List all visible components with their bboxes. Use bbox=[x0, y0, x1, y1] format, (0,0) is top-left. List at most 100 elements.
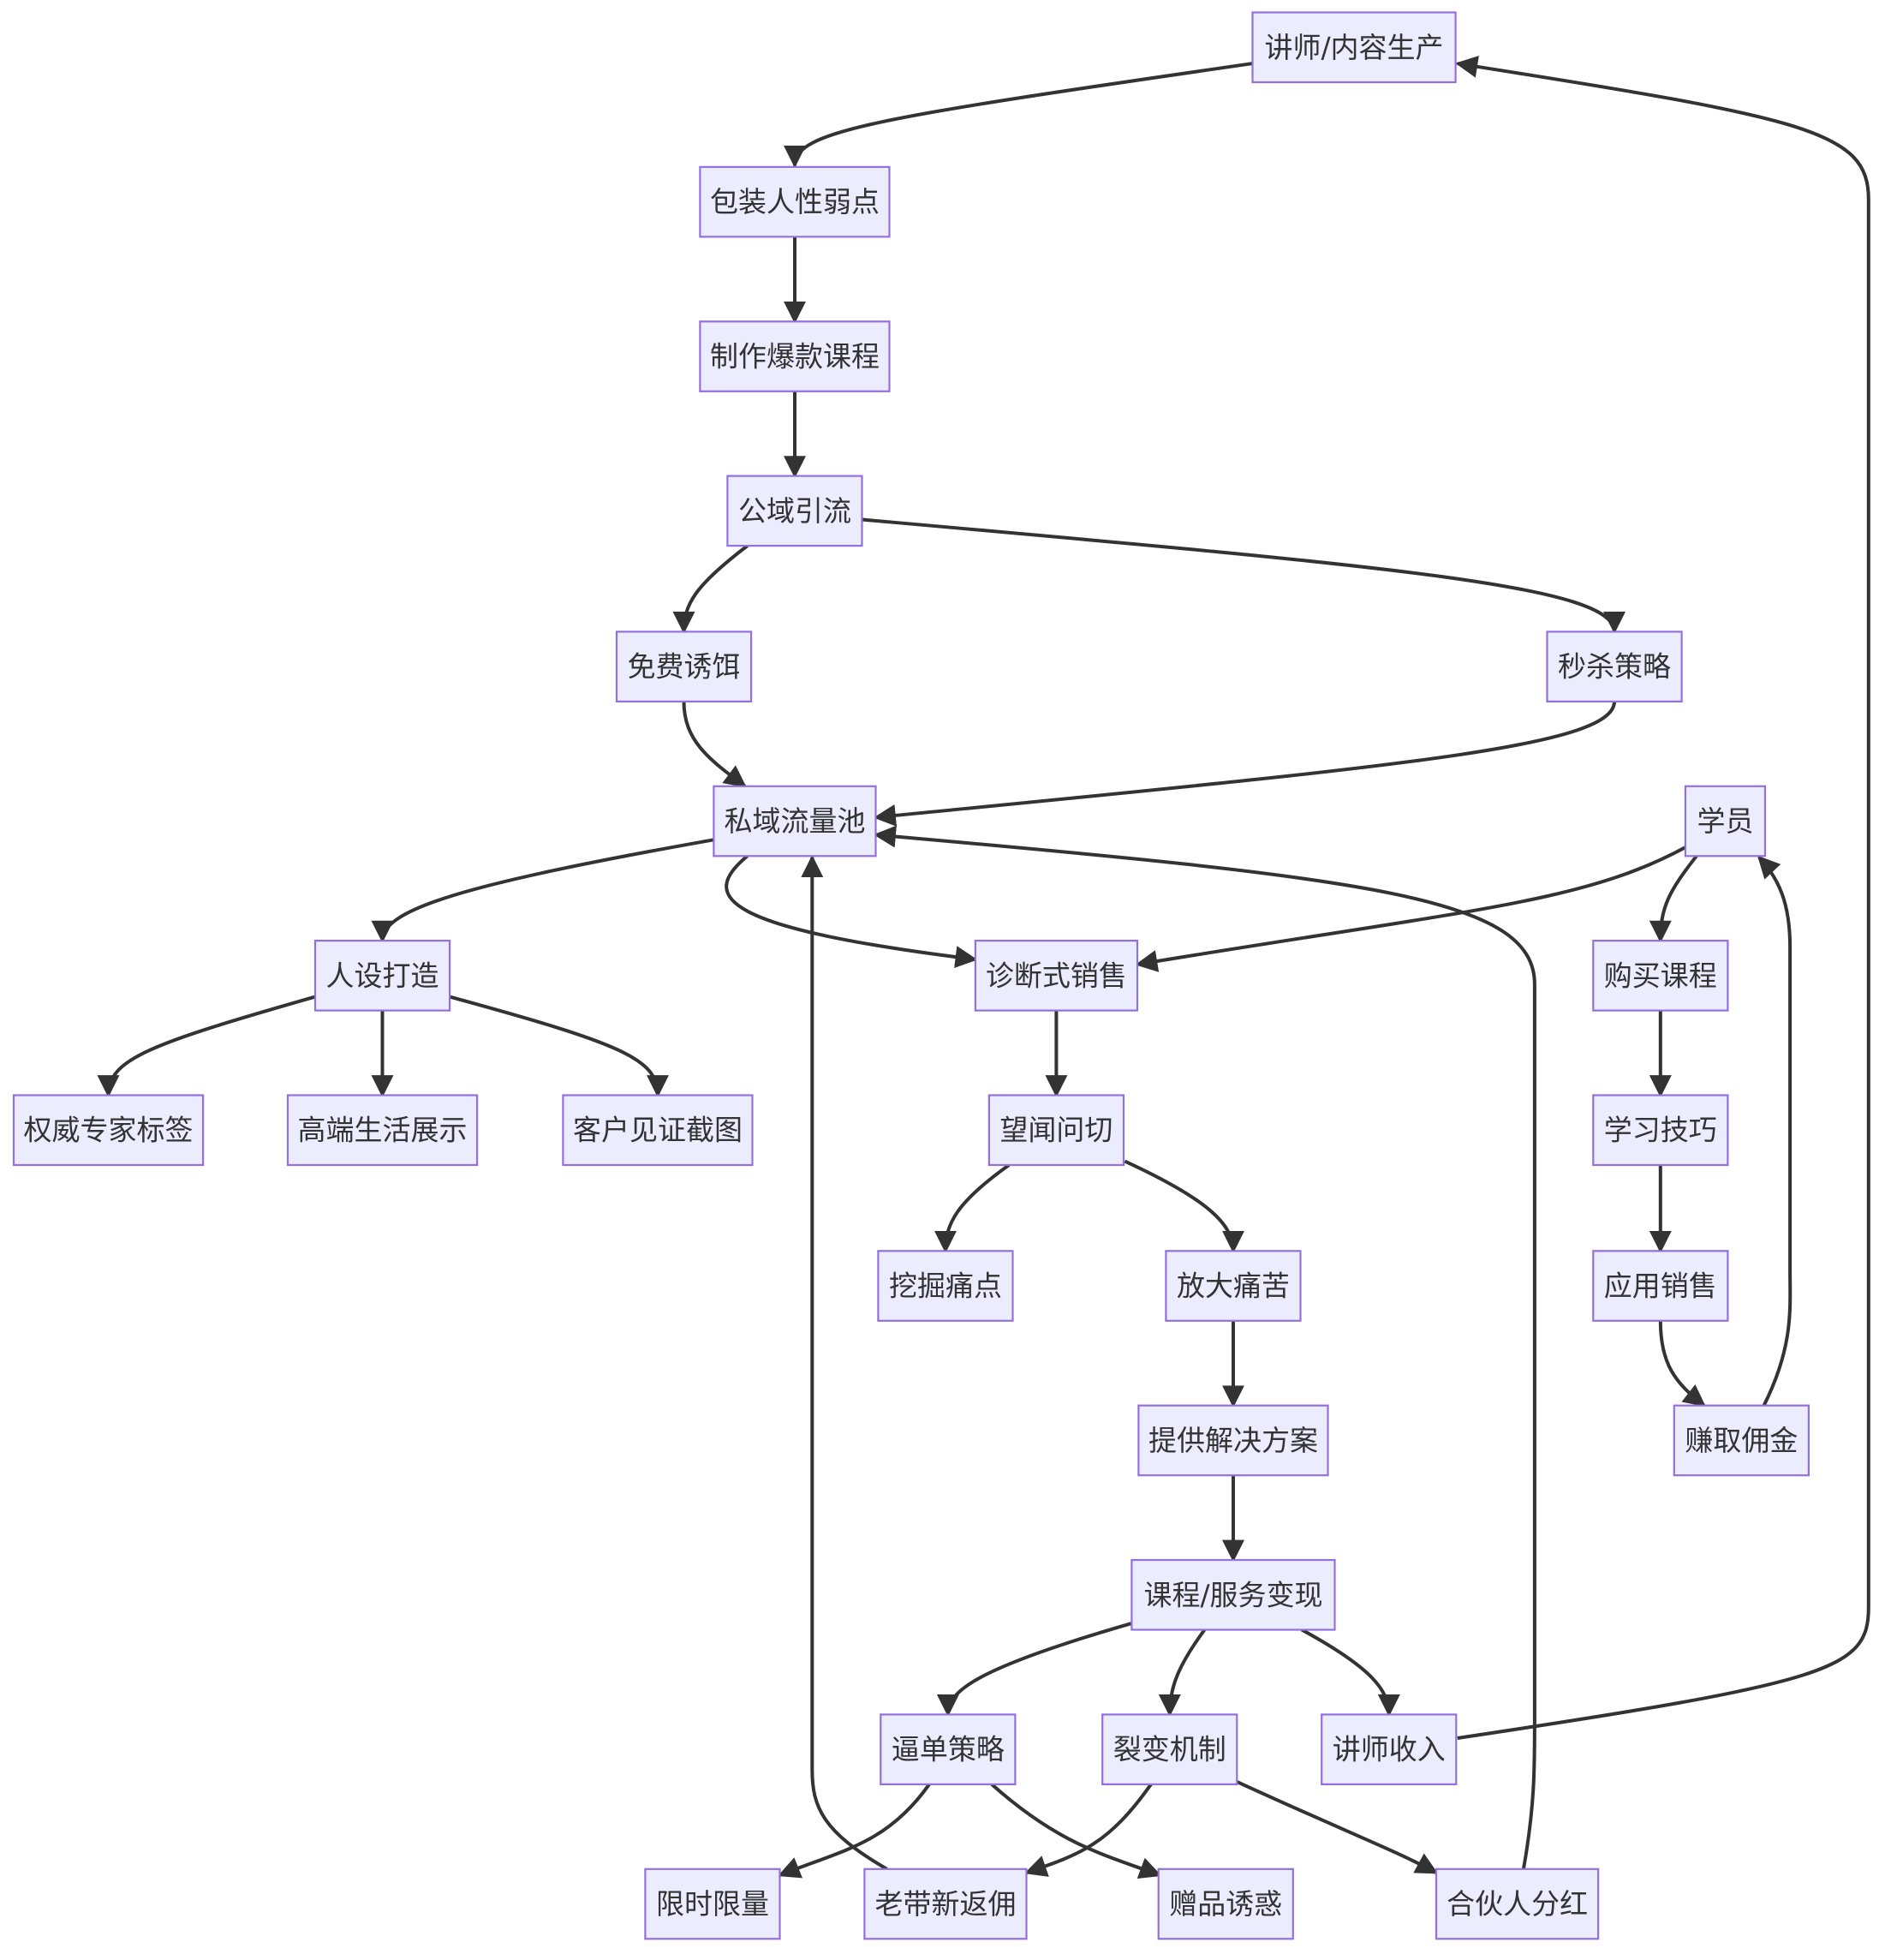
node-label: 逼单策略 bbox=[892, 1733, 1005, 1766]
edge-pressure-to-limited bbox=[778, 1783, 931, 1879]
edge-apply-to-commission bbox=[1658, 1320, 1706, 1407]
node-box bbox=[699, 320, 891, 392]
edge-flash-to-pool bbox=[873, 701, 1616, 827]
node-box bbox=[713, 785, 877, 858]
node-box bbox=[987, 1094, 1125, 1167]
node-box bbox=[1673, 1404, 1810, 1477]
node-solution: 提供解决方案 bbox=[1137, 1404, 1329, 1477]
node-box bbox=[1592, 1250, 1729, 1322]
node-fission: 裂变机制 bbox=[1101, 1713, 1238, 1786]
node-label: 讲师/内容生产 bbox=[1264, 31, 1443, 64]
node-income: 讲师收入 bbox=[1321, 1713, 1458, 1786]
node-learn: 学习技巧 bbox=[1592, 1094, 1729, 1167]
node-label: 私域流量池 bbox=[725, 804, 866, 838]
node-commission: 赚取佣金 bbox=[1673, 1404, 1810, 1477]
edge-fission-to-referral bbox=[1024, 1783, 1153, 1877]
edge-income-to-lecturer bbox=[1455, 55, 1870, 1740]
node-box bbox=[1137, 1404, 1329, 1477]
edge-partner-to-pool bbox=[873, 825, 1536, 1870]
node-buy: 购买课程 bbox=[1592, 939, 1729, 1012]
edge-inspect-to-amplify bbox=[1124, 1159, 1244, 1253]
node-lecturer: 讲师/内容生产 bbox=[1251, 11, 1457, 84]
node-label: 制作爆款课程 bbox=[710, 340, 880, 373]
node-box bbox=[562, 1094, 754, 1167]
edge-persona-to-testimony bbox=[449, 995, 669, 1098]
node-label: 限时限量 bbox=[656, 1887, 769, 1921]
edge-fission-to-partner bbox=[1236, 1780, 1439, 1874]
node-lifestyle: 高端生活展示 bbox=[286, 1094, 479, 1167]
node-persona: 人设打造 bbox=[313, 939, 451, 1012]
node-label: 应用销售 bbox=[1604, 1270, 1717, 1303]
node-box bbox=[880, 1713, 1017, 1786]
node-box bbox=[1546, 630, 1683, 703]
node-box bbox=[974, 939, 1139, 1012]
edges bbox=[97, 55, 1870, 1879]
node-pool: 私域流量池 bbox=[713, 785, 877, 858]
edge-lecturer-to-package bbox=[784, 62, 1253, 168]
edge-pool-to-diagnose bbox=[725, 854, 978, 969]
node-box bbox=[286, 1094, 479, 1167]
edge-public-to-bait bbox=[672, 544, 749, 634]
edge-referral-to-pool bbox=[801, 855, 888, 1871]
node-bait: 免费诱饵 bbox=[615, 630, 753, 703]
node-box bbox=[863, 1867, 1028, 1940]
node-inspect: 望闻问切 bbox=[987, 1094, 1125, 1167]
node-label: 公域引流 bbox=[738, 494, 851, 528]
node-label: 望闻问切 bbox=[999, 1114, 1113, 1147]
node-course: 制作爆款课程 bbox=[699, 320, 891, 392]
node-painpoint: 挖掘痛点 bbox=[877, 1250, 1014, 1322]
node-package: 包装人性弱点 bbox=[699, 165, 891, 238]
node-limited: 限时限量 bbox=[644, 1867, 781, 1940]
node-label: 放大痛苦 bbox=[1177, 1270, 1290, 1303]
node-expert: 权威专家标签 bbox=[12, 1094, 205, 1167]
node-label: 老带新返佣 bbox=[875, 1887, 1017, 1921]
node-label: 学习技巧 bbox=[1604, 1114, 1717, 1147]
node-box bbox=[12, 1094, 205, 1167]
node-box bbox=[1165, 1250, 1302, 1322]
node-student: 学员 bbox=[1684, 785, 1767, 858]
node-label: 高端生活展示 bbox=[298, 1114, 468, 1147]
edge-commission-to-student bbox=[1757, 855, 1793, 1407]
node-label: 提供解决方案 bbox=[1148, 1424, 1318, 1457]
node-box bbox=[1592, 939, 1729, 1012]
node-label: 免费诱饵 bbox=[628, 650, 741, 684]
edge-student-to-diagnose bbox=[1135, 846, 1686, 972]
node-diagnose: 诊断式销售 bbox=[974, 939, 1139, 1012]
node-label: 赠品诱惑 bbox=[1169, 1887, 1282, 1921]
node-label: 购买课程 bbox=[1604, 959, 1717, 992]
node-flash: 秒杀策略 bbox=[1546, 630, 1683, 703]
node-label: 学员 bbox=[1697, 804, 1754, 838]
node-box bbox=[1130, 1558, 1336, 1631]
node-amplify: 放大痛苦 bbox=[1165, 1250, 1302, 1322]
node-label: 课程/服务变现 bbox=[1143, 1578, 1322, 1611]
edge-public-to-flash bbox=[862, 517, 1626, 634]
node-gift: 赠品诱惑 bbox=[1157, 1867, 1294, 1940]
node-label: 赚取佣金 bbox=[1685, 1424, 1798, 1457]
node-testimony: 客户见证截图 bbox=[562, 1094, 754, 1167]
node-box bbox=[1592, 1094, 1729, 1167]
node-label: 诊断式销售 bbox=[986, 959, 1127, 992]
edge-inspect-to-painpoint bbox=[934, 1163, 1011, 1253]
node-label: 挖掘痛点 bbox=[889, 1270, 1002, 1303]
node-label: 裂变机制 bbox=[1113, 1733, 1226, 1766]
node-apply: 应用销售 bbox=[1592, 1250, 1729, 1322]
node-box bbox=[699, 165, 891, 238]
node-label: 包装人性弱点 bbox=[710, 185, 880, 218]
node-monetize: 课程/服务变现 bbox=[1130, 1558, 1336, 1631]
node-box bbox=[313, 939, 451, 1012]
node-label: 讲师收入 bbox=[1333, 1733, 1446, 1766]
node-box bbox=[1684, 785, 1767, 858]
edge-monetize-to-income bbox=[1301, 1628, 1400, 1717]
node-label: 权威专家标签 bbox=[24, 1114, 194, 1147]
edge-monetize-to-fission bbox=[1158, 1628, 1207, 1717]
node-box bbox=[1101, 1713, 1238, 1786]
edge-student-to-buy bbox=[1649, 854, 1698, 943]
edge-monetize-to-pressure bbox=[936, 1622, 1132, 1717]
edge-pressure-to-gift bbox=[990, 1783, 1162, 1879]
edge-bait-to-pool bbox=[682, 701, 747, 788]
node-box bbox=[726, 475, 863, 547]
node-label: 合伙人分红 bbox=[1447, 1887, 1588, 1921]
node-box bbox=[1251, 11, 1457, 84]
